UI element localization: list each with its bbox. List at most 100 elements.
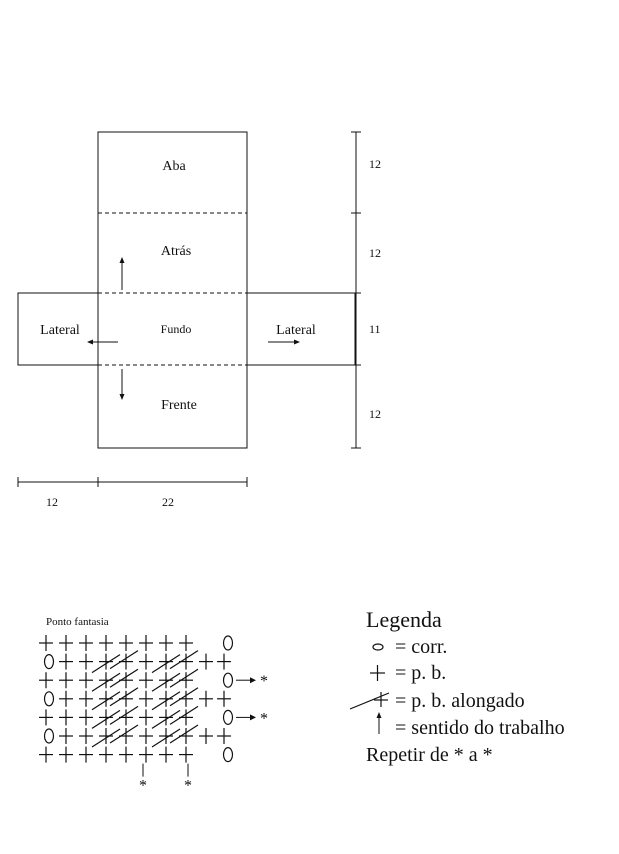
plus-icon — [199, 690, 213, 707]
plus-icon — [99, 653, 113, 670]
plus-icon — [159, 690, 173, 707]
repeat-asterisk: * — [260, 673, 268, 690]
repeat-arrow-head — [250, 677, 256, 684]
plus-icon — [139, 728, 153, 744]
plus-icon — [59, 653, 73, 670]
plus-icon — [39, 672, 53, 689]
plus-icon — [139, 746, 153, 763]
plus-icon — [159, 709, 173, 726]
elongated-stitch-mark — [91, 691, 121, 711]
plus-icon — [79, 635, 93, 651]
elongated-stitch-mark — [91, 709, 121, 729]
horizontal-dimension: 12 22 — [17, 477, 248, 509]
plus-icon — [159, 672, 173, 689]
repeat-arrow-head — [250, 714, 256, 721]
plus-icon — [159, 746, 173, 763]
plus-icon — [199, 728, 213, 744]
plus-icon — [139, 653, 153, 670]
panel-label-fundo: Fundo — [161, 322, 192, 336]
panel-label-lateral-left: Lateral — [40, 323, 80, 338]
plus-icon — [119, 746, 133, 763]
plus-icon — [139, 690, 153, 707]
plus-icon — [59, 728, 73, 744]
elongated-stitch-mark — [109, 705, 139, 725]
chain-oval-icon — [43, 691, 55, 707]
dimension-label: 11 — [369, 322, 381, 336]
plus-icon — [99, 672, 113, 689]
arrow-up-icon — [119, 257, 125, 290]
plus-icon — [99, 690, 113, 707]
plus-icon — [119, 635, 133, 651]
legend-repeat-note: Repetir de * a * — [366, 744, 493, 766]
plus-icon — [59, 709, 73, 726]
chain-oval-icon — [43, 728, 55, 744]
elongated-stitch-mark — [151, 672, 181, 692]
plus-icon — [179, 746, 193, 763]
dimension-label: 12 — [369, 246, 381, 260]
plus-icon — [79, 728, 93, 744]
plus-icon — [79, 746, 93, 763]
elongated-stitch-mark — [91, 728, 121, 748]
legend-item-label: = p. b. alongado — [395, 690, 525, 712]
elongated-stitch-mark — [151, 728, 181, 748]
plus-icon — [217, 690, 231, 707]
chain-oval-icon — [222, 635, 234, 651]
plus-icon — [79, 672, 93, 689]
chain-oval-icon — [43, 653, 55, 670]
elongated-stitch-mark — [109, 687, 139, 707]
elongated-stitch-mark — [109, 650, 139, 670]
legend-item-label: = sentido do trabalho — [395, 717, 565, 739]
plus-icon — [139, 709, 153, 726]
chain-oval-icon — [372, 643, 384, 651]
elongated-stitch-mark — [169, 668, 199, 688]
repeat-asterisk: * — [260, 710, 268, 727]
plus-icon — [159, 728, 173, 744]
elongated-stitch-mark — [109, 724, 139, 744]
plus-icon — [217, 653, 231, 670]
chain-oval-icon — [222, 709, 234, 726]
stitch-chart: **** — [39, 635, 268, 795]
plus-icon — [79, 709, 93, 726]
arrow-down-icon — [119, 369, 125, 400]
plus-icon — [139, 635, 153, 651]
dimension-label: 12 — [369, 157, 381, 171]
stitch-chart-title: Ponto fantasia — [46, 616, 109, 628]
plus-icon — [217, 728, 231, 744]
plus-icon — [179, 635, 193, 651]
plus-icon — [159, 653, 173, 670]
dimension-label: 12 — [46, 495, 58, 509]
chain-oval-icon — [222, 746, 234, 763]
plus-icon — [59, 672, 73, 689]
right-lateral-outline — [246, 292, 356, 366]
elongated-stitch-mark — [91, 654, 121, 674]
plus-icon — [39, 709, 53, 726]
elongated-stitch-mark — [151, 709, 181, 729]
chain-oval-icon — [222, 672, 234, 688]
repeat-asterisk: * — [184, 778, 192, 795]
panel-label-aba: Aba — [162, 159, 186, 174]
plus-icon — [99, 709, 113, 726]
plus-icon — [79, 653, 93, 670]
left-lateral-outline — [17, 292, 99, 366]
elongated-stitch-mark — [109, 668, 139, 688]
plus-icon — [59, 635, 73, 651]
dimension-label: 12 — [369, 407, 381, 421]
plus-icon — [99, 728, 113, 744]
dimension-label: 22 — [162, 495, 174, 509]
elongated-stitch-mark — [169, 705, 199, 725]
plus-icon — [139, 672, 153, 689]
panel-label-lateral-right: Lateral — [276, 323, 316, 338]
plus-icon — [99, 746, 113, 763]
arrow-right-icon — [268, 339, 300, 345]
elongated-stitch-mark — [169, 724, 199, 744]
elongated-stitch-mark — [169, 650, 199, 670]
plus-icon — [39, 635, 53, 651]
elongated-stitch-mark — [151, 691, 181, 711]
elongated-stitch-mark — [91, 672, 121, 692]
legend-title: Legenda — [366, 607, 442, 632]
arrow-left-icon — [87, 339, 118, 345]
elongated-stitch-icon — [349, 692, 390, 710]
plus-icon — [79, 690, 93, 707]
legend-item-label: = corr. — [395, 636, 447, 658]
